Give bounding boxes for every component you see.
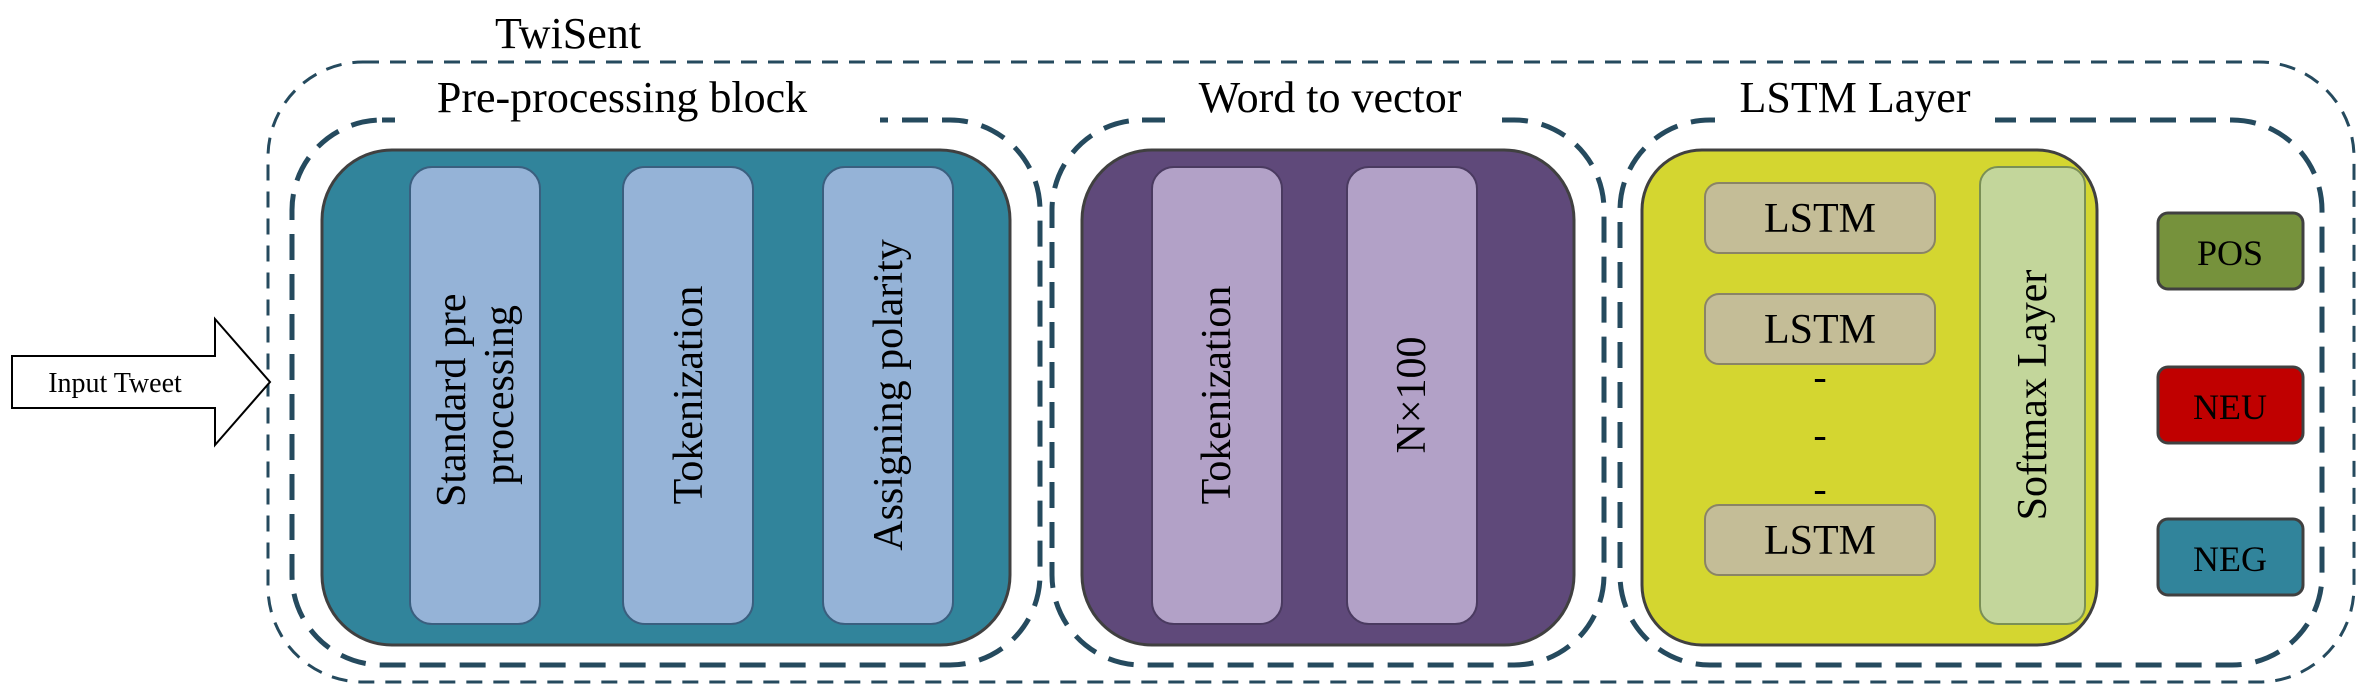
lstm-title-gap (1715, 100, 1995, 140)
output-neu: NEU (2156, 365, 2305, 445)
step-standard-preprocessing: Standard pre processing (409, 166, 541, 625)
lstm-cell-1: LSTM (1704, 182, 1936, 254)
preprocessing-title-gap (395, 100, 880, 140)
output-neg-label: NEG (2193, 539, 2267, 579)
w2v-step-tokenization: Tokenization (1151, 166, 1283, 625)
output-neu-label: NEU (2193, 387, 2267, 427)
lstm-ellipsis-2: - (1813, 412, 1826, 457)
lstm-block: LSTM Layer LSTM LSTM - - - LSTM Softmax … (1617, 73, 2325, 668)
step-standard-preprocessing-line1: Standard pre (429, 294, 475, 507)
step-assigning-polarity-label: Assigning polarity (866, 239, 912, 551)
lstm-cell-3: LSTM (1704, 504, 1936, 576)
word-to-vector-block: Word to vector Tokenization N×100 (1049, 73, 1607, 668)
preprocessing-title: Pre-processing block (437, 73, 807, 122)
lstm-title: LSTM Layer (1740, 73, 1971, 122)
w2v-step-tokenization-label: Tokenization (1194, 286, 1240, 505)
lstm-cell-3-label: LSTM (1764, 518, 1876, 564)
step-tokenization-label: Tokenization (666, 286, 712, 505)
softmax-layer: Softmax Layer (1979, 166, 2086, 625)
diagram-title: TwiSent (495, 9, 641, 58)
output-pos-label: POS (2197, 233, 2263, 273)
input-arrow: Input Tweet (11, 316, 272, 448)
lstm-ellipsis-3: - (1813, 466, 1826, 511)
input-arrow-label: Input Tweet (48, 368, 182, 399)
w2v-title: Word to vector (1199, 73, 1462, 122)
lstm-ellipsis-1: - (1813, 354, 1826, 399)
output-neg: NEG (2156, 517, 2305, 597)
w2v-step-n100: N×100 (1346, 166, 1478, 625)
w2v-title-gap (1165, 100, 1495, 140)
lstm-cell-2: LSTM (1704, 293, 1936, 365)
svg-text:Standard pre processin: Standard pre processing (429, 283, 523, 507)
w2v-step-n100-label: N×100 (1389, 336, 1435, 453)
step-tokenization: Tokenization (622, 166, 754, 625)
step-assigning-polarity: Assigning polarity (822, 166, 954, 625)
preprocessing-block: Pre-processing block Standard pre proces… (289, 73, 1043, 668)
output-pos: POS (2156, 211, 2305, 291)
step-standard-preprocessing-line2: processing (477, 305, 523, 485)
outer-boundary (266, 60, 2356, 684)
lstm-cell-1-label: LSTM (1764, 196, 1876, 242)
lstm-cell-2-label: LSTM (1764, 307, 1876, 353)
softmax-layer-label: Softmax Layer (2010, 270, 2056, 521)
